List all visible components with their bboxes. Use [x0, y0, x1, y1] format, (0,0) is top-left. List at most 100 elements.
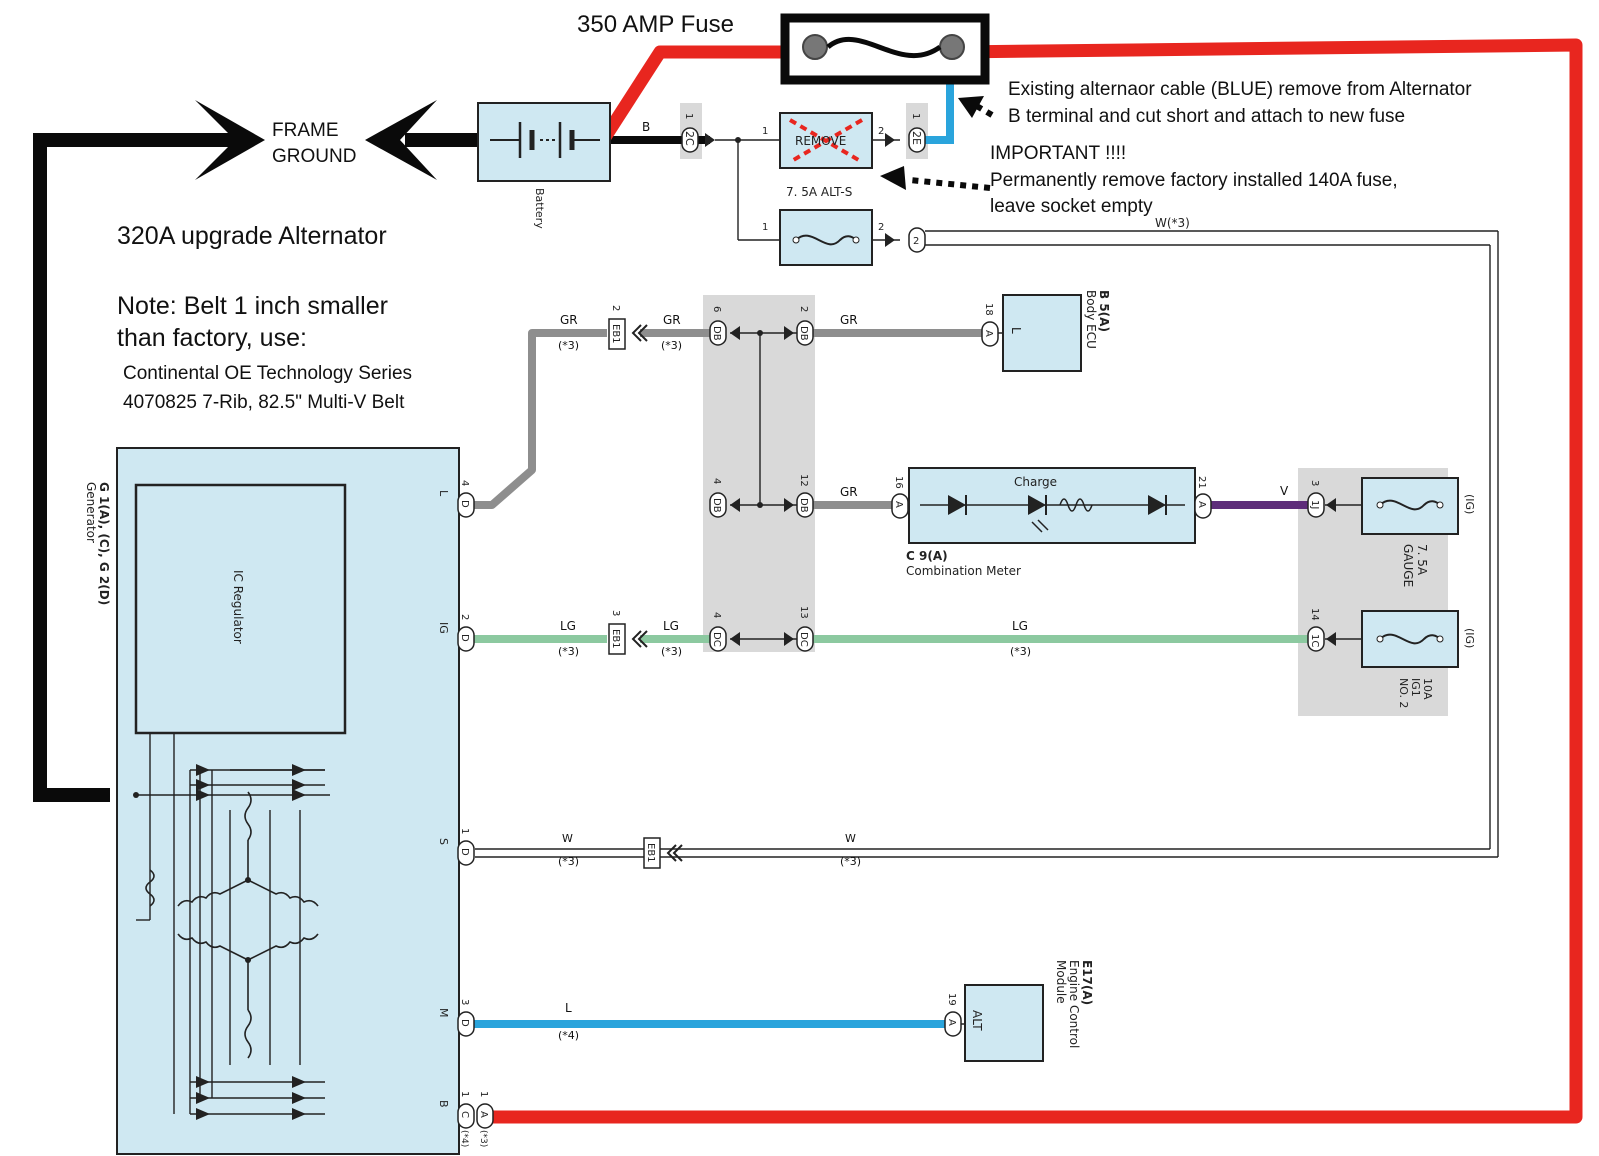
red-return-cable	[488, 38, 1583, 1124]
body-ecu-connector-a: A	[983, 330, 994, 337]
dc13-pin: 13	[798, 606, 809, 619]
lg-label-3: LG	[1012, 619, 1028, 633]
gr-star3-1: (*3)	[558, 339, 579, 352]
alt-s-pin1: 1	[762, 222, 768, 233]
alt-s-pin2: 2	[878, 222, 884, 233]
db6-pin: 6	[711, 306, 722, 312]
db12-label: DB	[798, 498, 809, 513]
terminal-l-pin: 4	[459, 480, 470, 486]
meter-connector-21	[1194, 493, 1212, 519]
lg-star3-1: (*3)	[558, 645, 579, 658]
frame-ground-line2: GROUND	[272, 146, 356, 167]
connector-2-label: 2	[913, 236, 919, 247]
terminal-s-d: D	[459, 848, 470, 856]
red-main-cable	[596, 45, 805, 146]
db2-pin: 2	[798, 306, 809, 312]
meter-connector-16-a: A	[893, 501, 904, 508]
ig1-fuse-ig: (IG)	[1463, 628, 1476, 648]
eb1-connectors	[608, 318, 683, 869]
ecm-connector-a: A	[946, 1019, 957, 1026]
gauge-fuse-ig: (IG)	[1463, 494, 1476, 514]
terminal-l-d: D	[459, 500, 470, 508]
ic-regulator-label: IC Regulator	[231, 570, 245, 644]
dc4-label: DC	[711, 632, 722, 647]
frame-ground-line1: FRAME	[272, 120, 339, 141]
important-line1: IMPORTANT !!!!	[990, 143, 1126, 164]
generator-name: Generator	[84, 482, 98, 543]
gr-wires	[470, 329, 985, 509]
w-star3-1: (*3)	[558, 855, 579, 868]
remove-fuse-pin2: 2	[878, 126, 884, 137]
wire-w3-label: W(*3)	[1155, 216, 1190, 230]
generator-terminals	[457, 492, 494, 1129]
splice-dot	[735, 137, 741, 143]
connector-1j-pin: 3	[1309, 480, 1320, 486]
terminal-ig-pin: 2	[459, 614, 470, 620]
callout-arrowhead-important	[880, 166, 906, 190]
note-line2: than factory, use:	[117, 324, 307, 352]
lg-star3-3: (*3)	[1010, 645, 1031, 658]
ecm-name-2: Module	[1054, 960, 1068, 1004]
fuse-350a	[780, 13, 990, 85]
body-ecu-code: B 5(A)	[1097, 290, 1111, 332]
meter-connector-21-a: A	[1196, 501, 1207, 508]
gauge-fuse-rating: 7. 5A	[1415, 544, 1429, 576]
terminal-b-a: A	[478, 1111, 489, 1118]
terminal-b-a-pin: 1	[478, 1091, 489, 1097]
important-line2: Permanently remove factory installed 140…	[990, 170, 1398, 191]
combination-meter-name: Combination Meter	[906, 564, 1021, 578]
gauge-fuse-name: GAUGE	[1401, 544, 1415, 587]
body-ecu-l-pin: L	[1009, 327, 1023, 334]
dc13-label: DC	[798, 632, 809, 647]
battery	[477, 102, 611, 182]
connector-1c-label: 1C	[1309, 634, 1320, 647]
meter-pin16: 16	[893, 476, 904, 489]
terminal-b-c-star4: (*4)	[459, 1130, 469, 1147]
frame-ground-arrow-left	[195, 100, 265, 180]
eb1-w-label: EB1	[645, 843, 656, 863]
terminal-l: L	[437, 490, 450, 497]
body-ecu-pin18: 18	[983, 303, 994, 316]
connector-2c-label: 2C	[683, 131, 696, 146]
body-ecu	[1002, 294, 1082, 372]
ecm-code: E17(A)	[1080, 960, 1094, 1005]
terminal-b-a-star3: (*3)	[478, 1130, 488, 1147]
meter-connector-16	[891, 493, 909, 519]
body-ecu-name: Body ECU	[1084, 290, 1098, 349]
terminal-b-c-pin: 1	[459, 1091, 470, 1097]
connector-2e-pin: 1	[910, 113, 921, 119]
remove-label: REMOVE	[795, 134, 846, 148]
remove-fuse-pin1: 1	[762, 126, 768, 137]
frame-ground-arrow-right	[365, 100, 437, 180]
fuse-title: 350 AMP Fuse	[577, 11, 734, 38]
meter-pin21: 21	[1196, 476, 1207, 489]
v-label: V	[1280, 484, 1289, 498]
ig1-fuse-name: IG1	[1409, 678, 1422, 697]
alt-s-fuse-label: 7. 5A ALT-S	[786, 185, 852, 199]
belt-line1: Continental OE Technology Series	[123, 363, 412, 384]
db12-pin: 12	[798, 474, 809, 487]
connector-1j-label: 1J	[1309, 500, 1320, 509]
remove-fuse-arrow	[885, 133, 895, 147]
engine-control-module	[964, 984, 1044, 1062]
ecm-name-1: Engine Control	[1067, 960, 1081, 1048]
ecm-alt-pin: ALT	[970, 1010, 984, 1031]
ecm-connector	[944, 1011, 962, 1037]
gr-label-3: GR	[840, 313, 858, 327]
ig1-fuse-no: NO. 2	[1397, 678, 1410, 708]
terminal-m-d: D	[459, 1019, 470, 1027]
body-ecu-connector	[981, 321, 999, 347]
ig1-fuse	[1307, 610, 1459, 668]
generator	[116, 447, 460, 1155]
gr-label-1: GR	[560, 313, 578, 327]
frame-ground-cable	[33, 133, 478, 802]
ig1-fuse-rating: 10A	[1421, 678, 1434, 700]
db-dc-connectors	[709, 320, 814, 652]
junction-shade-db-dc	[703, 295, 815, 652]
terminal-s-pin: 1	[459, 828, 470, 834]
combination-meter-code: C 9(A)	[906, 549, 948, 563]
lg-label-2: LG	[663, 619, 679, 633]
w-star3-2: (*3)	[840, 855, 861, 868]
lg-label-1: LG	[560, 619, 576, 633]
